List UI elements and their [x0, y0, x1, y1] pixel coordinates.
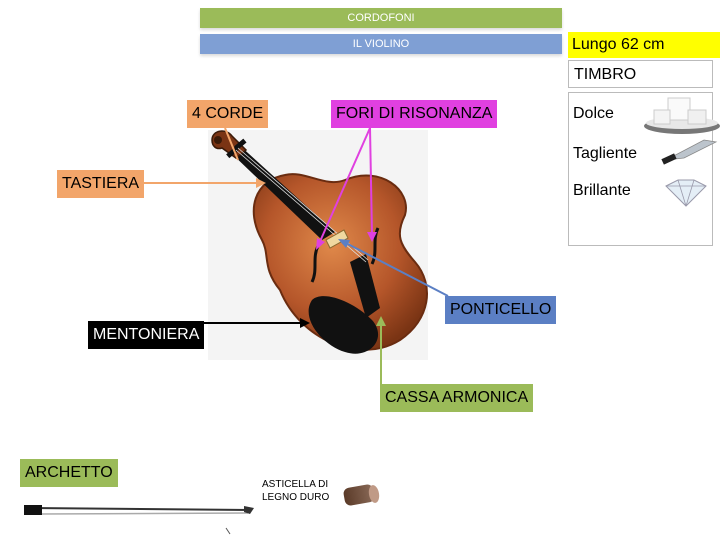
- label-strings: 4 CORDE: [187, 100, 269, 128]
- label-arrows: [138, 127, 449, 384]
- wood-stick-icon: [343, 484, 380, 506]
- timbre-item-tagliente: Tagliente: [573, 145, 638, 162]
- label-bow: ARCHETTO: [20, 459, 118, 487]
- subtitle-banner: IL VIOLINO: [200, 34, 562, 54]
- bow-icon: [24, 505, 254, 535]
- label-sound-holes: FORI DI RISONANZA: [331, 100, 498, 128]
- label-bridge: PONTICELLO: [445, 296, 557, 324]
- label-body: CASSA ARMONICA: [380, 384, 534, 412]
- sugar-cubes-icon: [644, 97, 720, 134]
- size-label: Lungo 62 cm: [568, 32, 720, 58]
- timbre-item-brillante: Brillante: [573, 182, 631, 199]
- diamond-icon: [665, 179, 707, 207]
- category-banner: CORDOFONI: [200, 8, 562, 28]
- label-stick-line2: LEGNO DURO: [262, 492, 330, 503]
- timbre-title: TIMBRO: [568, 60, 713, 88]
- violin-icon: [211, 130, 428, 354]
- label-stick-line1: ASTICELLA DI: [262, 479, 329, 490]
- timbre-item-dolce: Dolce: [573, 105, 614, 122]
- label-chinrest: MENTONIERA: [88, 321, 205, 349]
- label-fingerboard: TASTIERA: [57, 170, 145, 198]
- knife-icon: [661, 139, 718, 165]
- timbre-box: [568, 92, 713, 246]
